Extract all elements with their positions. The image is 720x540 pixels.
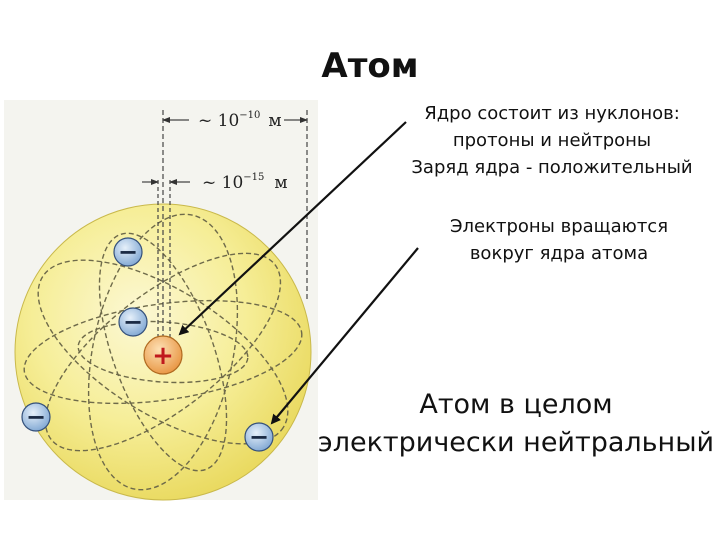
nucleus-note-line-2: протоны и нейтроны bbox=[452, 130, 652, 151]
electron-pointer-arrow bbox=[270, 247, 419, 425]
nucleus-plus-sign: + bbox=[152, 341, 174, 371]
nucleus: + bbox=[143, 335, 183, 375]
nucleus-note-line-3: Заряд ядра - положительный bbox=[411, 157, 693, 178]
svg-text:−: − bbox=[26, 403, 46, 431]
nucleus-note-line-1: Ядро состоит из нуклонов: bbox=[424, 103, 680, 124]
slide-title: Атом bbox=[321, 46, 419, 86]
electrons-note: Электроны вращаются вокруг ядра атома bbox=[424, 213, 694, 267]
electron-2: − bbox=[118, 307, 148, 337]
nucleus-pointer-arrow bbox=[178, 121, 407, 336]
electrons-note-line-1: Электроны вращаются bbox=[449, 216, 669, 237]
orbit-4 bbox=[87, 213, 239, 491]
dimension-lines bbox=[142, 110, 308, 352]
orbit-1 bbox=[23, 299, 303, 405]
svg-text:−: − bbox=[249, 423, 269, 451]
nucleus-note: Ядро состоит из нуклонов: протоны и нейт… bbox=[394, 100, 710, 181]
neutral-note-line-2: электрически нейтральный bbox=[317, 427, 715, 458]
orbit-5 bbox=[77, 320, 249, 384]
svg-text:−: − bbox=[118, 238, 138, 266]
orbit-6 bbox=[98, 232, 228, 472]
electron-4: − bbox=[244, 422, 274, 452]
electron-3: − bbox=[21, 402, 51, 432]
neutral-note-line-1: Атом в целом bbox=[419, 389, 613, 420]
svg-text:−: − bbox=[123, 308, 143, 336]
electrons-note-line-2: вокруг ядра атома bbox=[469, 243, 649, 264]
orbit-3 bbox=[44, 252, 282, 452]
electron-1: − bbox=[113, 237, 143, 267]
orbit-2 bbox=[37, 259, 289, 445]
neutral-note: Атом в целом электрически нейтральный bbox=[316, 386, 716, 462]
orbits bbox=[23, 213, 303, 491]
